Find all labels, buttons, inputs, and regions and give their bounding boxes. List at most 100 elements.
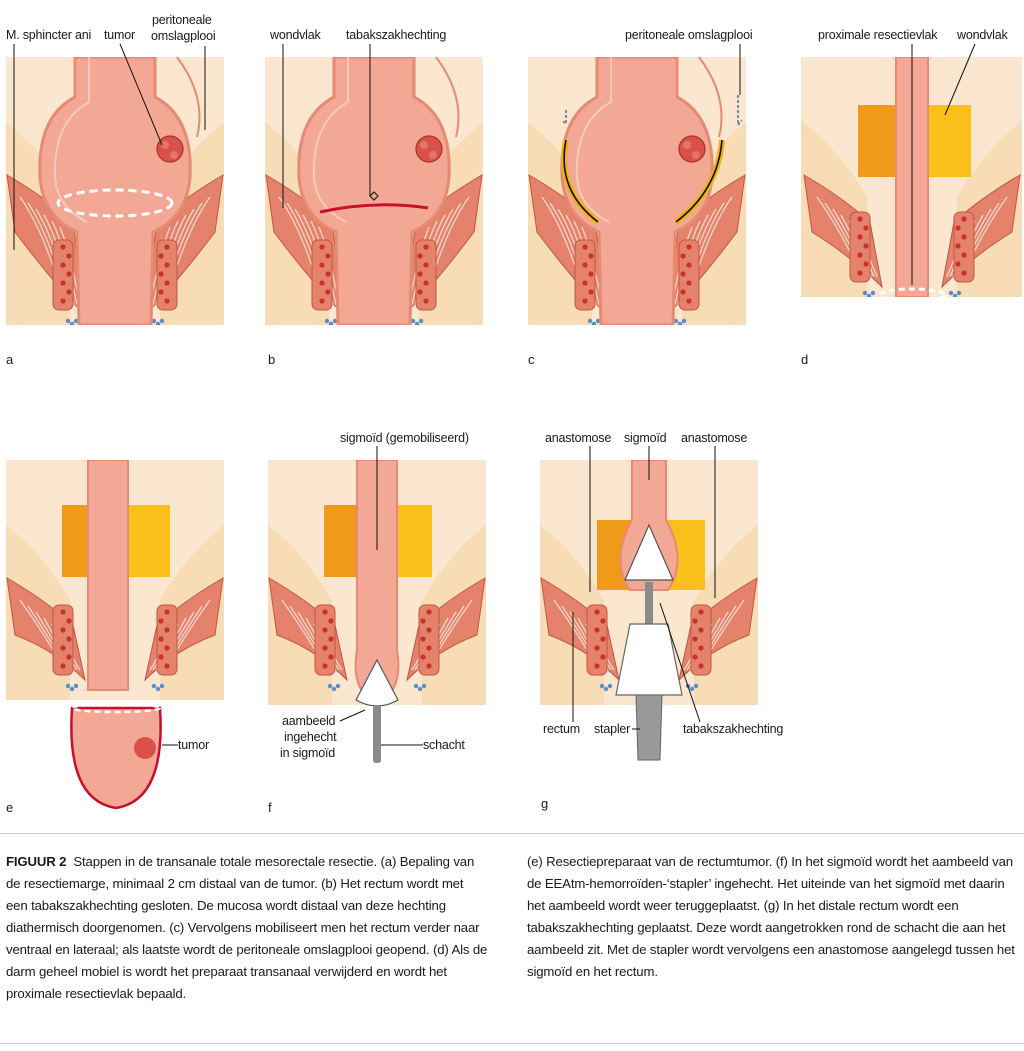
left-vessel xyxy=(66,253,72,259)
label-anastomose-right: anastomose xyxy=(681,431,748,445)
stapler-head xyxy=(615,623,683,696)
left-vessel xyxy=(600,654,606,660)
left-vessel xyxy=(588,289,594,295)
peritoneal-fold xyxy=(698,57,723,138)
left-dashed-arrow xyxy=(561,110,567,127)
resection-margin-ring xyxy=(56,188,174,218)
right-vessel xyxy=(164,298,170,304)
left-vessel xyxy=(60,609,66,615)
label-sphincter-ani: M. sphincter ani xyxy=(6,28,92,42)
right-vessel xyxy=(680,253,686,259)
right-blue-dot xyxy=(155,321,161,325)
left-vessel xyxy=(66,636,72,642)
right-blue-dot xyxy=(952,293,958,297)
right-blue-dot xyxy=(155,686,161,692)
right-vessel xyxy=(692,636,698,642)
left-vessel xyxy=(600,636,606,642)
right-blue-dot xyxy=(948,290,954,296)
right-vessel xyxy=(686,262,692,268)
left-vessel xyxy=(322,627,328,633)
right-vessel xyxy=(955,225,961,231)
right-vessel xyxy=(420,654,426,660)
panel-e xyxy=(6,460,224,700)
left-vessel xyxy=(319,298,325,304)
tumor-lobe xyxy=(420,141,428,149)
label-wondvlak-b: wondvlak xyxy=(270,28,321,42)
left-blue-dot xyxy=(591,321,597,325)
right-vessel xyxy=(426,609,432,615)
left-vessel xyxy=(582,298,588,304)
right-vessel xyxy=(164,262,170,268)
anvil-shaft-f xyxy=(373,705,381,763)
left-blue-dot xyxy=(599,683,605,689)
right-vessel xyxy=(680,271,686,277)
left-vessel xyxy=(325,271,331,277)
left-vessel xyxy=(60,645,66,651)
wound-surface xyxy=(319,203,429,214)
left-blue-dot xyxy=(73,318,79,324)
right-vessel xyxy=(420,636,426,642)
left-blue-dot xyxy=(862,290,868,296)
left-vessel xyxy=(588,271,594,277)
label-anastomose-left: anastomose xyxy=(545,431,612,445)
label-peritoneale-a1: peritoneale xyxy=(152,13,212,27)
diagram-canvas xyxy=(6,43,1022,810)
left-blue-dot xyxy=(866,293,872,297)
specimen-tumor-e xyxy=(134,737,156,759)
mesorectal-space-left xyxy=(324,505,358,577)
right-blue-dot xyxy=(159,318,165,324)
mesorectal-space-left xyxy=(858,105,896,177)
label-rectum: rectum xyxy=(543,722,581,736)
left-blue-dot xyxy=(335,683,341,689)
right-vessel xyxy=(423,280,429,286)
tumor-lobe xyxy=(429,151,437,159)
tumor-lobe xyxy=(683,141,691,149)
right-vessel xyxy=(698,663,704,669)
left-vessel xyxy=(328,654,334,660)
tumor-lobe xyxy=(161,141,169,149)
specimen-e xyxy=(70,706,162,810)
left-vessel xyxy=(863,225,869,231)
left-blue-dot xyxy=(607,683,613,689)
left-vessel xyxy=(319,262,325,268)
left-vessel xyxy=(594,609,600,615)
panel-f xyxy=(268,460,486,705)
left-vessel xyxy=(60,262,66,268)
left-blue-dot xyxy=(331,686,337,692)
proximal-resection-ring xyxy=(877,287,947,297)
left-vessel xyxy=(322,645,328,651)
label-aambeeld-2: ingehecht xyxy=(284,730,337,744)
left-blue-dot xyxy=(65,318,71,324)
right-vessel xyxy=(164,244,170,250)
rectum-body xyxy=(297,57,451,325)
left-mobilisation-arrow xyxy=(563,139,599,223)
label-tumor-e: tumor xyxy=(178,738,209,752)
anvil-shaft-g xyxy=(645,582,653,624)
label-tabakszak-g: tabakszakhechting xyxy=(683,722,784,736)
right-vessel xyxy=(686,244,692,250)
left-blue-dot xyxy=(65,683,71,689)
panel-b xyxy=(265,57,483,325)
right-vessel xyxy=(426,663,432,669)
left-vessel xyxy=(857,252,863,258)
right-vessel xyxy=(686,298,692,304)
left-blue-dot xyxy=(603,686,609,692)
peritoneal-fold xyxy=(435,57,460,138)
left-vessel xyxy=(594,645,600,651)
right-blue-dot xyxy=(421,683,427,689)
colon-pulled-through xyxy=(87,460,129,691)
panel-letter-g: g xyxy=(541,796,549,811)
right-vessel xyxy=(417,289,423,295)
right-dashed-arrow xyxy=(737,95,743,128)
left-vessel xyxy=(594,627,600,633)
right-vessel xyxy=(164,627,170,633)
right-vessel xyxy=(680,289,686,295)
right-vessel xyxy=(692,654,698,660)
label-sigmoid-g: sigmoïd xyxy=(624,431,667,445)
panel-letter-d: d xyxy=(801,352,809,367)
left-vessel xyxy=(60,244,66,250)
right-vessel xyxy=(164,663,170,669)
left-vessel xyxy=(66,271,72,277)
left-vessel xyxy=(600,618,606,624)
left-vessel xyxy=(319,244,325,250)
